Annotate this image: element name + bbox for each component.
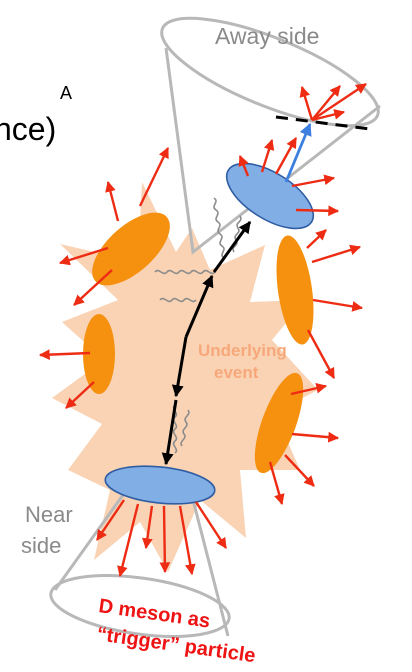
cut-text-top: A — [60, 83, 72, 103]
underlying-event-label-line1: Underlying — [198, 341, 287, 360]
particle-arrow — [292, 178, 334, 186]
away-side-label: Away side — [215, 23, 319, 49]
particle-arrow — [140, 148, 168, 206]
particle-arrow — [285, 455, 314, 486]
particle-arrow — [312, 247, 360, 262]
particle-arrow — [164, 506, 165, 572]
particle-arrow — [313, 300, 362, 308]
underlying-event-label-line2: event — [214, 363, 259, 382]
near-side-label-line2: side — [21, 533, 61, 558]
fragment-arrow — [286, 124, 310, 182]
near-side-label-line1: Near — [25, 502, 73, 527]
particle-arrow — [262, 140, 272, 172]
trigger-label-line2: “trigger” particle — [95, 623, 257, 667]
particle-arrow — [308, 330, 334, 378]
cut-text-main: nce) — [0, 111, 56, 147]
particle-arrow — [292, 434, 338, 438]
particle-arrow — [108, 182, 118, 221]
particle-arrow — [312, 84, 366, 120]
particle-arrow — [302, 87, 312, 120]
particle-arrow — [40, 353, 90, 355]
particle-arrow — [296, 210, 338, 211]
particle-arrow — [307, 230, 326, 248]
